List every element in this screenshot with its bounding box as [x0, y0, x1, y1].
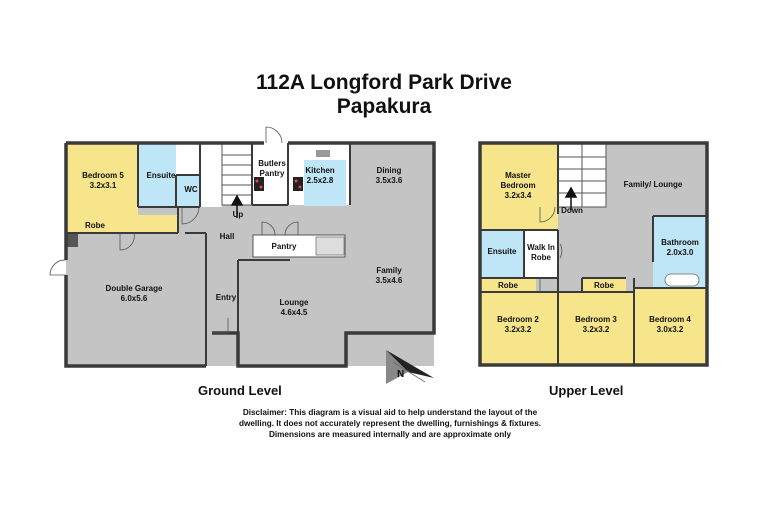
hall-label: Hall	[220, 232, 235, 241]
ground-level-label: Ground Level	[198, 383, 282, 398]
master-label: Master	[505, 171, 531, 180]
entry-label: Entry	[216, 293, 237, 302]
dining-dims: 3.5x3.6	[376, 176, 403, 185]
bedroom4-label: Bedroom 4	[649, 315, 691, 324]
cooktop-icon-2	[293, 177, 303, 191]
master-label-2: Bedroom	[500, 181, 535, 190]
upper-outer-walls	[478, 141, 709, 367]
butlers-label-2: Pantry	[260, 169, 285, 178]
bedroom2-dims: 3.2x3.2	[505, 325, 532, 334]
kitchen-dims: 2.5x2.8	[307, 176, 334, 185]
up-label: Up	[233, 210, 244, 219]
disclaimer-text: Disclaimer: This diagram is a visual aid…	[238, 408, 542, 439]
dining-label: Dining	[377, 166, 402, 175]
meter-box-icon	[66, 233, 78, 247]
garage-dims: 6.0x5.6	[121, 294, 148, 303]
fridge-icon	[315, 236, 345, 256]
compass-label: N	[397, 369, 404, 380]
bathtub-icon	[664, 273, 700, 287]
family-label: Family	[376, 266, 402, 275]
robe-label: Robe	[85, 221, 106, 230]
title-address: 112A Longford Park Drive	[256, 71, 512, 94]
butlers-label: Butlers	[258, 159, 286, 168]
bedroom3-label: Bedroom 3	[575, 315, 617, 324]
upper-robe-2-label: Robe	[594, 281, 615, 290]
bedroom4-room	[634, 288, 707, 365]
ground-outer-walls	[64, 141, 436, 368]
butlers-pantry-room	[252, 143, 288, 205]
walkin-label-2: Robe	[531, 253, 552, 262]
upper-robe-1-room	[480, 278, 536, 292]
upper-ensuite-label: Ensuite	[488, 247, 517, 256]
bedroom2-room	[480, 292, 558, 365]
master-dims: 3.2x3.4	[505, 191, 532, 200]
kitchen-room	[304, 160, 346, 206]
ensuite-room	[138, 143, 176, 207]
compass-north-icon: N	[386, 350, 434, 384]
robe-room	[66, 215, 178, 233]
wc-room	[176, 175, 200, 207]
bedroom3-room	[558, 292, 634, 365]
upper-level-plan	[478, 141, 709, 367]
upper-ensuite-room	[480, 230, 524, 278]
garage-room	[66, 233, 206, 366]
bedroom5-dims: 3.2x3.1	[90, 181, 117, 190]
stairs-down-arrow-icon	[564, 186, 578, 210]
bathroom-label: Bathroom	[661, 238, 699, 247]
family-dims: 3.5x4.6	[376, 276, 403, 285]
master-bedroom-room	[480, 143, 558, 230]
family-lounge-label: Family/ Lounge	[624, 180, 683, 189]
room-labels: Bedroom 5 3.2x3.1 Ensuite WC Robe Butler…	[82, 159, 699, 334]
bedroom2-label: Bedroom 2	[497, 315, 539, 324]
title-suburb: Papakura	[336, 95, 432, 118]
ensuite-label: Ensuite	[147, 171, 176, 180]
bedroom5-label: Bedroom 5	[82, 171, 124, 180]
bathroom-dims: 2.0x3.0	[667, 248, 694, 257]
upper-robe-2-room	[582, 278, 626, 292]
garage-label: Double Garage	[106, 284, 163, 293]
cooktop-icon	[254, 177, 264, 191]
stairs-up-arrow-icon	[230, 194, 244, 218]
sink-icon	[316, 150, 330, 157]
ground-level-plan	[49, 126, 436, 368]
bedroom3-dims: 3.2x3.2	[583, 325, 610, 334]
upper-robe-1-label: Robe	[498, 281, 519, 290]
wc-label: WC	[184, 185, 198, 194]
lounge-label: Lounge	[280, 298, 309, 307]
walk-in-robe-room	[524, 230, 558, 278]
pantry-label: Pantry	[272, 242, 297, 251]
ground-inner-walls	[66, 143, 351, 366]
upper-level-label: Upper Level	[549, 383, 624, 398]
upper-inner-walls	[480, 143, 707, 365]
bedroom4-dims: 3.0x3.2	[657, 325, 684, 334]
walkin-label: Walk In	[527, 243, 555, 252]
back-door-icon	[265, 126, 283, 144]
lounge-dims: 4.6x4.5	[281, 308, 308, 317]
side-door-icon	[49, 259, 67, 276]
kitchen-label: Kitchen	[305, 166, 334, 175]
down-label: Down	[561, 206, 583, 215]
